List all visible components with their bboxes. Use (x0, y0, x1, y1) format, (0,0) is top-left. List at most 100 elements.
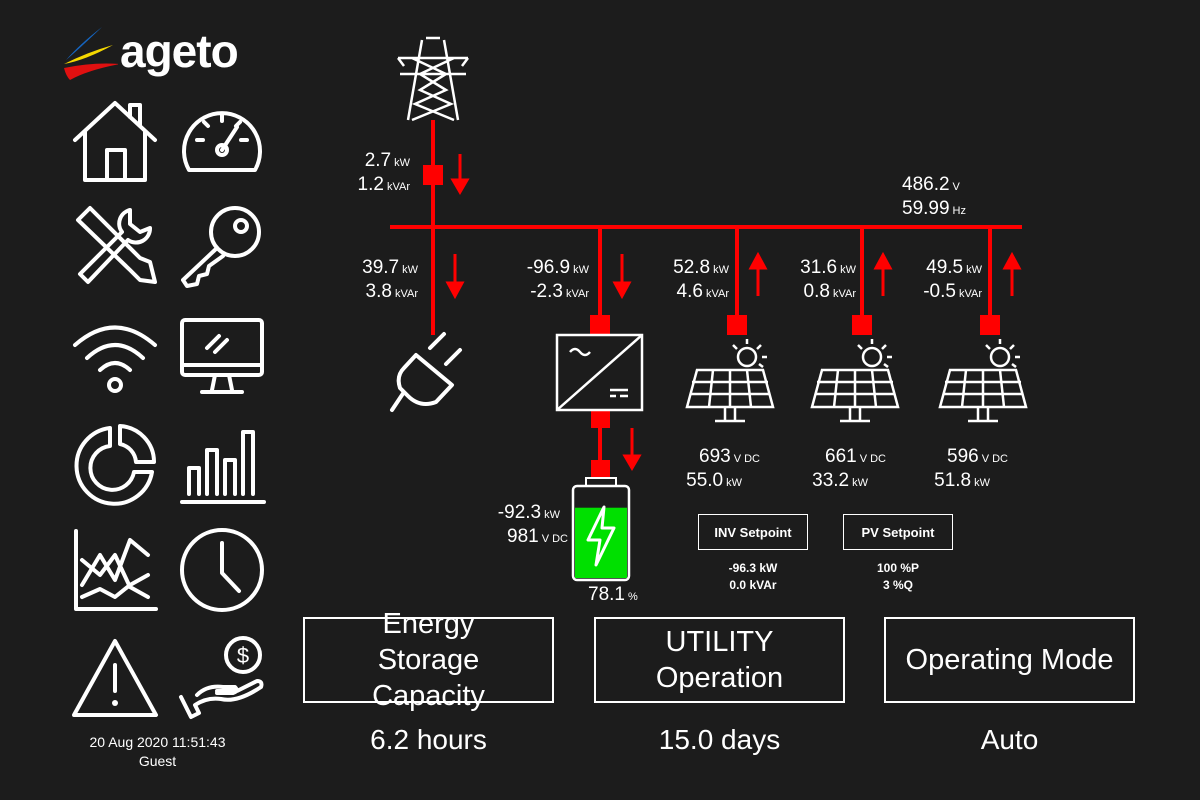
warning-icon (72, 639, 158, 717)
unit: V (952, 181, 960, 193)
pv3-dc-kw: 51.8 (934, 470, 972, 491)
load-kw: 39.7 (362, 257, 400, 278)
pie-chart-icon (74, 424, 157, 506)
unit: kVAr (958, 288, 982, 300)
utility-operation-button[interactable]: UTILITY Operation (594, 617, 845, 703)
gauge-icon (182, 111, 262, 172)
operating-mode-button[interactable]: Operating Mode (884, 617, 1135, 703)
billing-icon: $ (179, 636, 264, 719)
pv1-kvar: 4.6 (676, 281, 703, 302)
grid-flow-down-arrow (450, 154, 470, 195)
energy-storage-capacity-value: 6.2 hours (370, 724, 487, 755)
unit: kW (852, 477, 868, 489)
energy-storage-capacity-button[interactable]: Energy Storage Capacity (303, 608, 554, 712)
pv1-flow-up-arrow (748, 251, 768, 296)
battery-soc: 78.1% (588, 584, 638, 608)
bar-chart-icon (180, 430, 266, 504)
pv1-breaker (727, 315, 747, 335)
display-button[interactable] (177, 310, 267, 400)
battery-icon (571, 477, 631, 582)
logo-mark (64, 27, 118, 80)
solar-panel-icon (810, 337, 900, 423)
unit: % (627, 591, 638, 603)
logo-text: ageto (120, 25, 239, 77)
pv-setpoint-q: 3 %Q (882, 578, 913, 592)
load-flow-down-arrow (445, 254, 465, 300)
unit: kW (713, 264, 729, 276)
schedule-button[interactable] (177, 525, 267, 615)
grid-breaker (423, 165, 443, 185)
inv-setpoint-button[interactable]: INV Setpoint (698, 514, 808, 550)
solar-panel-icon (685, 339, 775, 423)
statistics-button[interactable] (70, 420, 160, 510)
pv2-vdc: 661 (825, 446, 857, 467)
unit: kW (840, 264, 856, 276)
unit: kVAr (394, 288, 418, 300)
unit: kVAr (832, 288, 856, 300)
transmission-tower-icon (397, 36, 469, 122)
solar-panel-icon (938, 337, 1028, 423)
dashboard-button[interactable] (177, 95, 267, 185)
pv1-vdc: 693 (699, 446, 731, 467)
pv-setpoint-values: 100 %P 3 %Q (843, 560, 953, 594)
unit: kW (974, 477, 990, 489)
network-button[interactable] (70, 310, 160, 400)
grid-kvar: 1.2 (357, 174, 384, 195)
unit: V DC (541, 533, 568, 545)
unit: kVAr (386, 181, 410, 193)
unit: kW (573, 264, 589, 276)
current-user: Guest (138, 753, 177, 769)
inv-setpoint-kw: -96.3 kW (728, 561, 778, 575)
billing-button[interactable]: $ (177, 635, 267, 725)
reports-button[interactable] (177, 420, 267, 510)
inv-setpoint-kvar: 0.0 kVAr (729, 578, 777, 592)
pv2-kw: 31.6 (800, 257, 838, 278)
unit: kW (726, 477, 742, 489)
pv3-flow-up-arrow (1002, 251, 1022, 296)
svg-text:$: $ (237, 643, 249, 668)
logo: ageto (58, 22, 278, 82)
unit: V DC (733, 453, 760, 465)
battery-breaker (591, 460, 610, 478)
datetime: 20 Aug 2020 11:51:43 (89, 734, 226, 750)
trends-button[interactable] (70, 525, 160, 615)
pv-setpoint-button[interactable]: PV Setpoint (843, 514, 953, 550)
pv2-breaker (852, 315, 872, 335)
home-button[interactable] (70, 95, 160, 185)
inv-setpoint-values: -96.3 kW 0.0 kVAr (698, 560, 808, 594)
wifi-icon (73, 325, 157, 393)
inverter-dc-breaker (591, 410, 610, 428)
unit: kVAr (565, 288, 589, 300)
battery-kw: -92.3 (497, 502, 542, 523)
pv3-breaker (980, 315, 1000, 335)
inverter-kvar: -2.3 (530, 281, 563, 302)
unit: kW (394, 157, 410, 169)
access-button[interactable] (177, 200, 267, 290)
inverter-icon (555, 333, 644, 412)
charging-bolt-icon (586, 505, 616, 567)
pv2-flow-up-arrow (873, 251, 893, 296)
unit: V DC (859, 453, 886, 465)
load-plug-icon (390, 332, 462, 412)
key-icon (181, 206, 261, 288)
pv1-kw: 52.8 (673, 257, 711, 278)
unit: kW (544, 509, 560, 521)
bus-frequency: 59.99 (902, 198, 950, 219)
inverter-flow-down-arrow (612, 254, 632, 300)
settings-button[interactable] (70, 200, 160, 290)
bus-voltage: 486.2 (902, 174, 950, 195)
alarms-button[interactable] (70, 635, 160, 725)
load-kvar: 3.8 (365, 281, 392, 302)
unit: kW (402, 264, 418, 276)
home-icon (73, 101, 157, 182)
pv3-kw: 49.5 (926, 257, 964, 278)
pv-setpoint-p: 100 %P (876, 561, 920, 575)
